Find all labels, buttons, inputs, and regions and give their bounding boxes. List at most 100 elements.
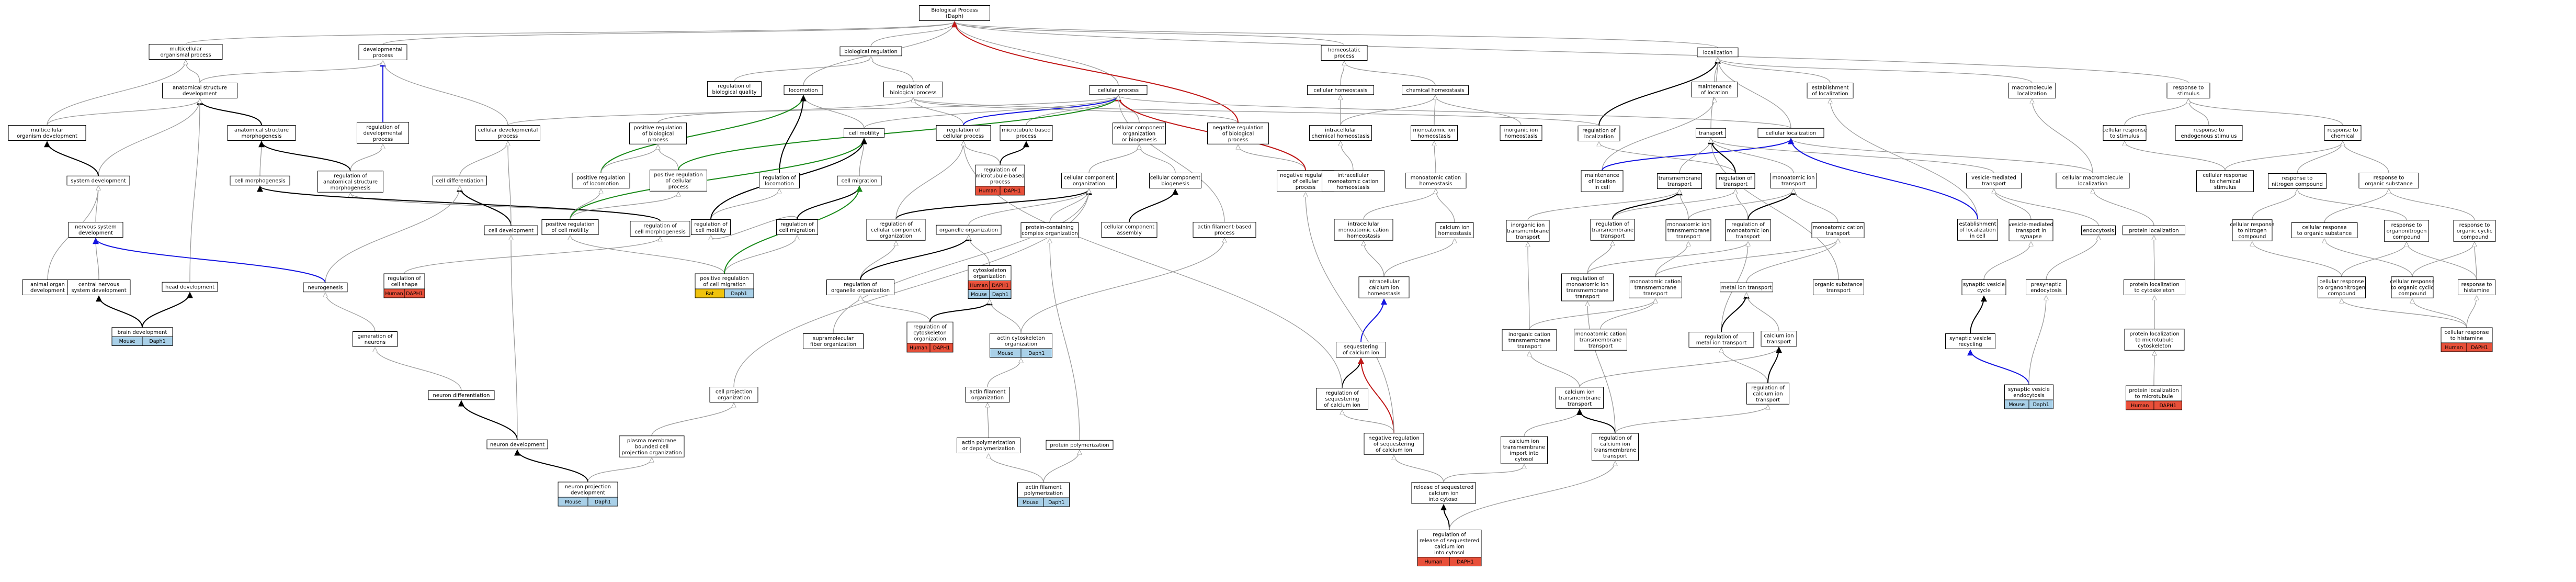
term-box[interactable] (162, 83, 237, 98)
term-box[interactable] (776, 219, 818, 235)
term-box[interactable] (1149, 173, 1201, 188)
term-box[interactable] (1207, 122, 1269, 144)
term-box[interactable] (784, 85, 823, 95)
term-box[interactable] (475, 125, 540, 141)
go-term-protein-loc[interactable]: protein localization (2123, 225, 2185, 236)
term-box[interactable] (1574, 329, 1627, 351)
term-box[interactable] (1358, 276, 1410, 298)
term-box[interactable] (2232, 219, 2273, 241)
term-box[interactable] (358, 44, 407, 60)
term-box[interactable] (149, 44, 223, 60)
term-box[interactable] (1309, 125, 1372, 141)
go-term-locomotion[interactable]: locomotion (784, 85, 823, 95)
term-box[interactable] (965, 387, 1010, 402)
go-term-neurogenesis[interactable]: neurogenesis (303, 282, 348, 293)
term-box[interactable] (2268, 173, 2327, 189)
term-box[interactable] (1113, 122, 1166, 144)
term-box[interactable] (2175, 125, 2243, 141)
term-box[interactable] (1945, 333, 1995, 349)
term-box[interactable] (2453, 220, 2496, 242)
term-box[interactable] (1364, 433, 1424, 455)
term-box[interactable] (837, 175, 882, 186)
go-term-bio-reg[interactable]: biological regulation (839, 46, 902, 57)
term-box[interactable] (1316, 388, 1368, 410)
term-box[interactable] (803, 333, 864, 349)
term-box[interactable] (1811, 222, 1865, 238)
term-box[interactable] (1501, 436, 1548, 464)
term-box[interactable] (1020, 222, 1079, 238)
term-box[interactable] (650, 170, 707, 192)
term-box[interactable] (1966, 173, 2022, 188)
term-box[interactable] (1590, 219, 1635, 241)
term-box[interactable] (1746, 383, 1789, 405)
go-term-sys-dev[interactable]: system development (66, 175, 130, 186)
go-term-neuron-dev[interactable]: neuron development (486, 439, 548, 450)
term-box[interactable] (230, 175, 290, 186)
term-box[interactable] (1813, 279, 1864, 295)
go-term-cell-dev[interactable]: cell development (484, 225, 538, 236)
term-box[interactable] (1502, 329, 1557, 351)
term-box[interactable] (883, 82, 943, 97)
term-box[interactable] (1500, 125, 1542, 141)
term-box[interactable] (2384, 220, 2429, 242)
term-box[interactable] (1556, 387, 1604, 409)
term-box[interactable] (957, 438, 1020, 453)
term-box[interactable] (1089, 85, 1148, 95)
term-box[interactable] (2081, 225, 2116, 236)
term-box[interactable] (866, 219, 926, 241)
term-box[interactable] (1402, 85, 1469, 95)
term-box[interactable] (1405, 173, 1467, 188)
term-box[interactable] (572, 173, 630, 188)
term-box[interactable] (2124, 329, 2185, 351)
term-box[interactable] (433, 175, 487, 186)
term-box[interactable] (2391, 276, 2434, 298)
term-box[interactable] (1411, 482, 1476, 504)
term-box[interactable] (66, 175, 130, 186)
go-term-cell-proc[interactable]: cellular process (1089, 85, 1148, 95)
term-box[interactable] (707, 81, 762, 97)
term-box[interactable] (162, 282, 218, 292)
go-term-chem-homeo[interactable]: chemical homeostasis (1402, 85, 1469, 95)
term-box[interactable] (2166, 83, 2210, 98)
term-box[interactable] (2056, 173, 2130, 188)
